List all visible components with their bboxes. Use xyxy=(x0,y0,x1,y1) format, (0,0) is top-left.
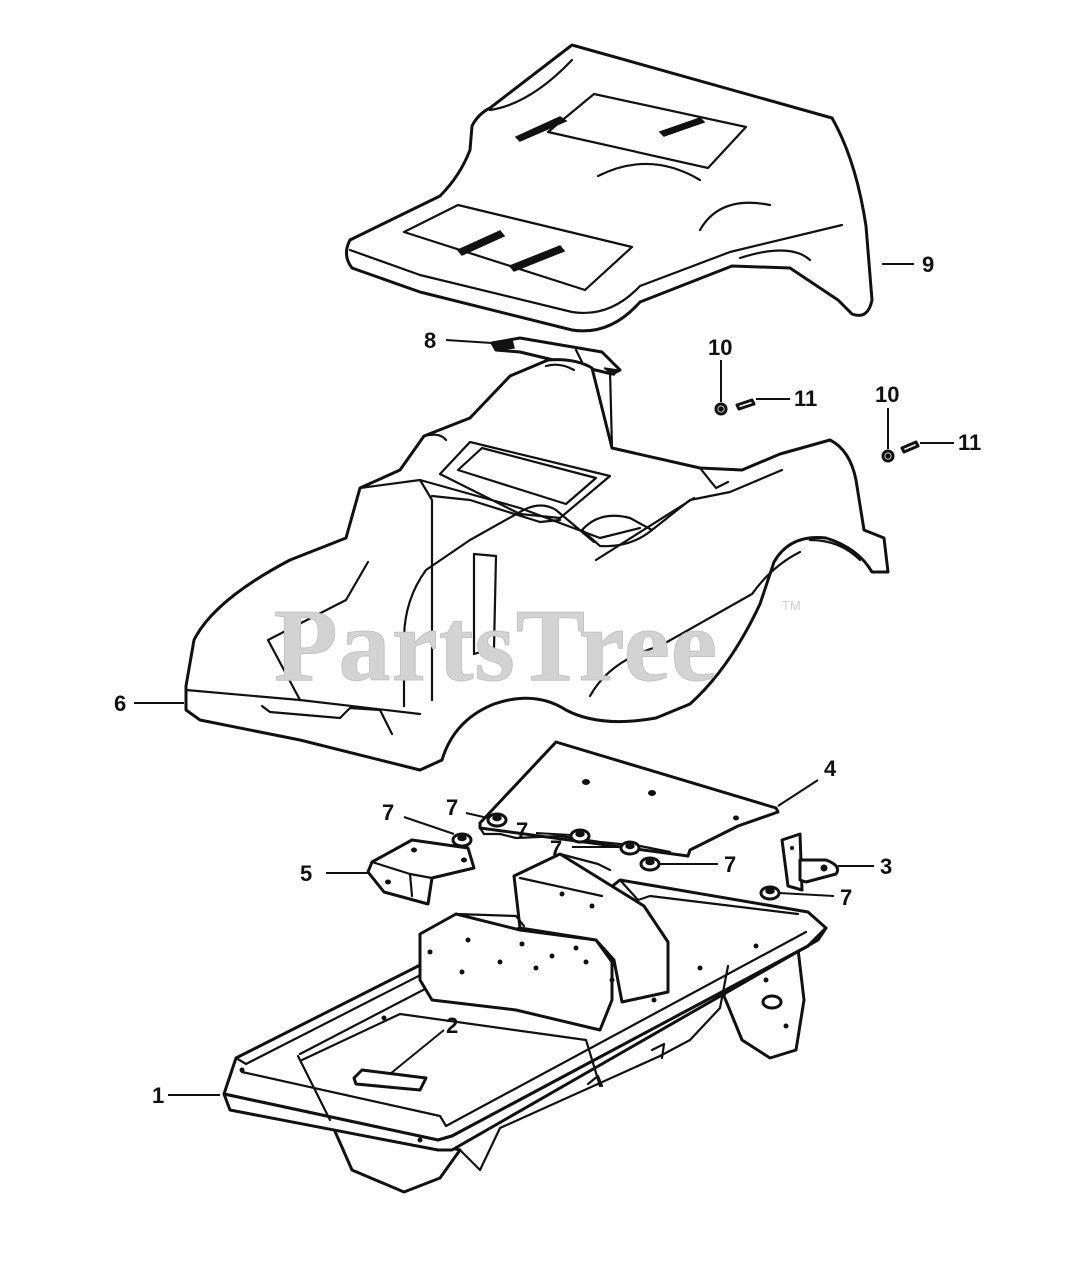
grommets[interactable] xyxy=(451,812,781,901)
callout-label-3: 3 xyxy=(880,854,892,879)
callout-7d: 7 xyxy=(550,836,621,861)
callout-10-lower: 10 xyxy=(875,382,899,449)
callout-label-10-upper: 10 xyxy=(708,335,732,360)
callout-label-7a: 7 xyxy=(382,800,394,825)
callout-label-7c: 7 xyxy=(516,818,528,843)
frame-bar[interactable] xyxy=(352,1068,428,1092)
callout-3: 3 xyxy=(838,854,892,879)
callout-label-7b: 7 xyxy=(446,795,458,820)
callout-label-11-upper: 11 xyxy=(794,386,817,411)
callout-10-upper: 10 xyxy=(708,335,732,402)
callout-label-8: 8 xyxy=(424,328,436,353)
watermark-trademark: TM xyxy=(782,598,801,613)
stud-b[interactable] xyxy=(900,440,920,454)
bracket-right[interactable] xyxy=(780,832,840,892)
callout-6: 6 xyxy=(114,691,184,716)
callout-label-4: 4 xyxy=(824,756,837,781)
watermark-text: PartsTree xyxy=(274,588,718,703)
callout-8: 8 xyxy=(424,328,493,353)
watermark: PartsTree TM xyxy=(274,588,801,704)
callout-label-7e: 7 xyxy=(724,852,736,877)
hood[interactable] xyxy=(345,43,874,333)
callout-label-1: 1 xyxy=(152,1083,164,1108)
callout-7b: 7 xyxy=(446,795,489,820)
stud-a[interactable] xyxy=(735,398,756,411)
callout-1: 1 xyxy=(152,1083,220,1108)
callout-label-7f: 7 xyxy=(840,885,852,910)
callout-7e: 7 xyxy=(660,852,736,877)
callout-4: 4 xyxy=(777,756,837,807)
callout-2: 2 xyxy=(389,1013,458,1075)
callout-7c: 7 xyxy=(516,818,572,843)
callout-label-6: 6 xyxy=(114,691,126,716)
callout-label-2: 2 xyxy=(446,1013,458,1038)
callout-label-7d: 7 xyxy=(550,836,562,861)
frame[interactable] xyxy=(222,852,828,1194)
callout-label-9: 9 xyxy=(922,252,934,277)
hardware-upper[interactable] xyxy=(714,398,920,463)
callout-label-11-lower: 11 xyxy=(958,430,981,455)
bracket-left[interactable] xyxy=(366,838,476,906)
callout-11-upper: 11 xyxy=(756,386,817,411)
callout-7f: 7 xyxy=(778,885,852,910)
callout-11-lower: 11 xyxy=(920,430,981,455)
callout-9: 9 xyxy=(882,252,934,277)
callout-label-10-lower: 10 xyxy=(875,382,899,407)
callout-label-5: 5 xyxy=(300,861,312,886)
callout-7a: 7 xyxy=(382,800,455,835)
callout-5: 5 xyxy=(300,861,370,886)
body[interactable] xyxy=(184,358,890,772)
